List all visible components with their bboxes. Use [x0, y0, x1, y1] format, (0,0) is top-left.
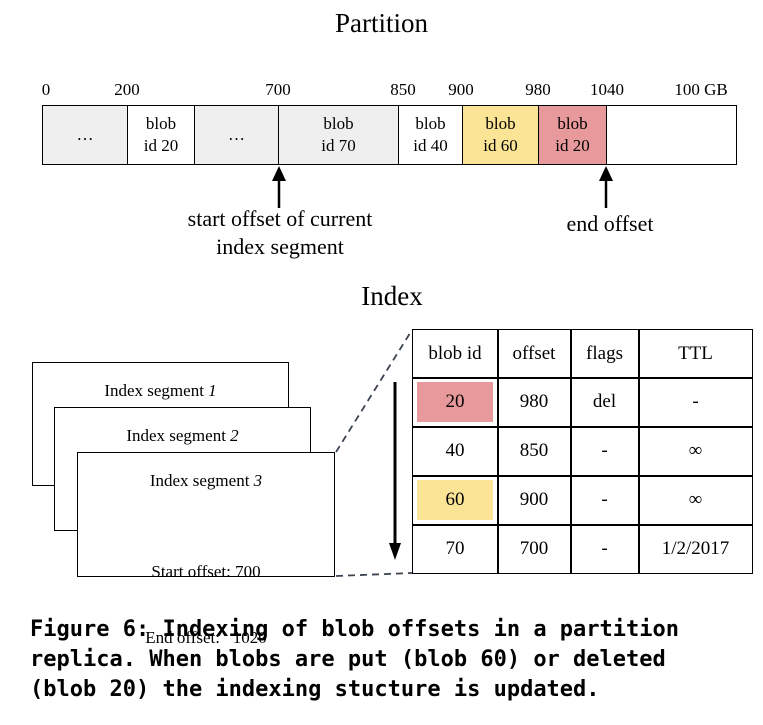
table-divider: [497, 330, 499, 573]
table-cell-flags: -: [601, 440, 608, 461]
segment-label: Index segment: [104, 381, 209, 400]
table-divider: [413, 426, 752, 428]
index-segment-3: Index segment 3 Start offset: 700 End of…: [77, 452, 335, 647]
table-cell-flags: -: [601, 489, 608, 510]
table-header-offset: offset: [512, 342, 556, 364]
segment-offsets: Start offset: 700 End offset: 1020: [78, 517, 334, 693]
partition-cell-blob-70: blob id 70: [278, 105, 399, 165]
caption-line2: replica. When blobs are put (blob 60) or…: [30, 647, 666, 672]
cell-line2: id 60: [483, 136, 518, 155]
table-divider: [638, 330, 640, 573]
table-cell-ttl: -: [692, 391, 699, 412]
cell-line1: blob: [323, 114, 354, 133]
cell-line1: blob: [145, 114, 177, 133]
figure-caption: Figure 6: Indexing of blob offsets in a …: [30, 615, 752, 705]
cell-line2: id 20: [555, 136, 590, 155]
segment-end-offset: End offset: 1020: [145, 628, 267, 647]
segment-number: 2: [230, 426, 239, 445]
tick-label: 0: [41, 80, 51, 99]
cell-line1: …: [228, 125, 245, 144]
table-divider: [413, 475, 752, 477]
index-connectors: [335, 329, 413, 577]
index-segment-3-label: Index segment 3: [78, 471, 334, 491]
table-cell-ttl: ∞: [688, 440, 703, 461]
start-offset-label-line2: index segment: [216, 234, 344, 259]
cell-line2: id 20: [143, 136, 179, 155]
end-offset-label: end offset: [566, 211, 654, 236]
start-offset-label-line1: start offset of current: [187, 206, 373, 231]
table-divider: [413, 377, 752, 379]
cell-line1: …: [76, 125, 94, 144]
segment-label: Index segment: [149, 471, 254, 490]
start-offset-label: start offset of current index segment: [130, 205, 430, 261]
table-cell-flags: -: [601, 538, 608, 559]
table-cell-blob-id: 20: [417, 382, 493, 422]
index-table: blob id offset flags TTL 20 980 del - 40…: [412, 329, 753, 574]
index-segment-1-label: Index segment 1: [33, 381, 288, 401]
table-cell-blob-id: 40: [445, 440, 465, 461]
table-divider: [570, 330, 572, 573]
segment-number: 3: [253, 471, 263, 490]
partition-cell-free: [606, 105, 737, 165]
segment-number: 1: [208, 381, 217, 400]
segment-label: Index segment: [126, 426, 231, 445]
tick-label: 900: [448, 80, 474, 99]
table-cell-offset: 850: [519, 440, 549, 461]
tick-label: 850: [390, 80, 416, 99]
table-cell-blob-id: 70: [445, 538, 465, 559]
cell-line2: id 40: [413, 136, 448, 155]
cell-line1: blob: [485, 114, 516, 133]
zoom-dashed-lines: [335, 329, 413, 577]
table-header-blob-id: blob id: [428, 342, 482, 364]
caption-line1: Figure 6: Indexing of blob offsets in a …: [30, 617, 680, 642]
caption-line3: (blob 20) the indexing stucture is updat…: [30, 677, 600, 702]
down-arrow-icon: [389, 382, 401, 560]
tick-label: 200: [114, 80, 140, 99]
table-cell-ttl: ∞: [688, 489, 703, 510]
cell-line1: blob: [415, 114, 446, 133]
partition-cell-ellipsis: …: [194, 105, 279, 165]
index-segment-2-label: Index segment 2: [55, 426, 310, 446]
table-cell-ttl: 1/2/2017: [661, 538, 730, 559]
tick-label: 700: [265, 80, 291, 99]
partition-arrows: [272, 166, 613, 208]
start-offset-arrow-icon: [272, 166, 286, 208]
tick-label: 100 GB: [674, 80, 728, 99]
cell-line2: id 70: [321, 136, 356, 155]
end-offset-arrow-icon: [599, 166, 613, 208]
table-cell-offset: 700: [519, 538, 549, 559]
tick-label: 1040: [590, 80, 624, 99]
index-title: Index: [361, 281, 423, 311]
tick-label: 980: [525, 80, 551, 99]
table-cell-offset: 900: [519, 489, 549, 510]
table-divider: [413, 524, 752, 526]
partition-title: Partition: [335, 8, 428, 38]
table-header-ttl: TTL: [678, 342, 713, 364]
partition-cell-blob-40: blob id 40: [398, 105, 463, 165]
partition-cell-blob-20-deleted: blob id 20: [538, 105, 607, 165]
cell-line1: blob: [557, 114, 588, 133]
table-cell-flags: del: [592, 391, 617, 412]
partition-cell-blob-60: blob id 60: [462, 105, 539, 165]
table-cell-offset: 980: [519, 391, 549, 412]
partition-cell-ellipsis: …: [42, 105, 128, 165]
table-header-flags: flags: [586, 342, 623, 364]
segment-start-offset: Start offset: 700: [151, 562, 261, 581]
table-cell-blob-id: 60: [417, 480, 493, 520]
